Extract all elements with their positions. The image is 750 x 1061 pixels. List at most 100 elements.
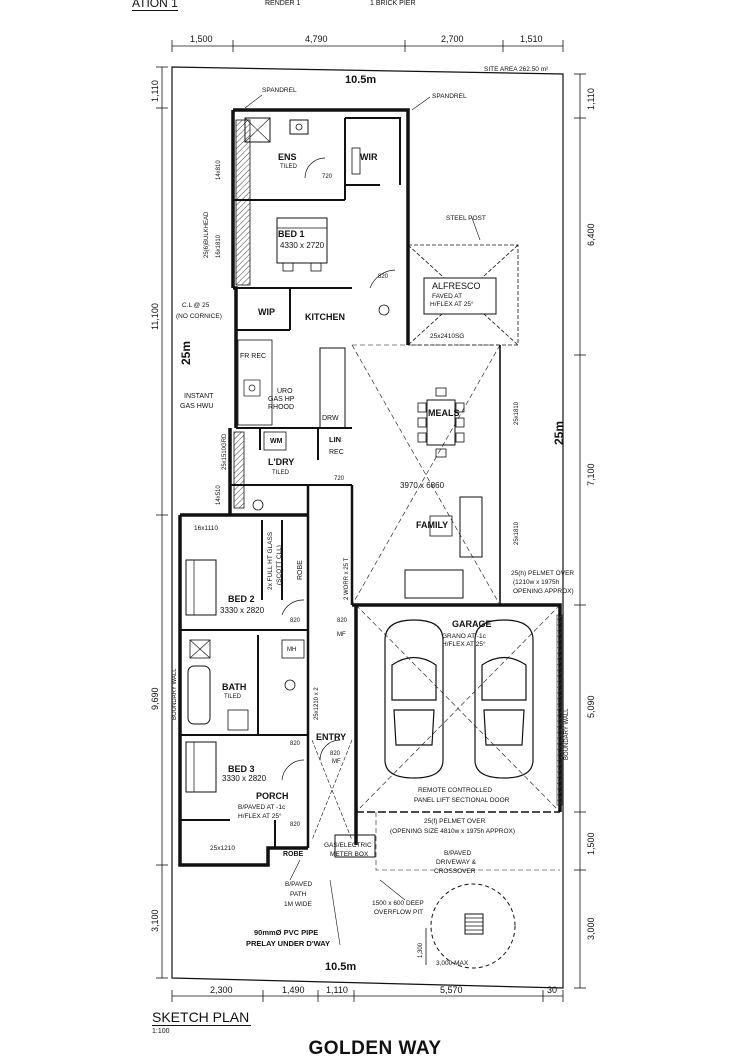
dim-right-3: 7,100 (586, 463, 596, 486)
bed2-walls (180, 520, 308, 631)
note-remote2: PANEL LIFT SECTIONAL DOOR (414, 797, 510, 804)
label-alfresco: ALFRESCO (432, 281, 481, 291)
note-pelmet-a2: (1210w x 1975h (513, 579, 560, 586)
note-pelmet-b2: (OPENING SIZE 4810w x 1975h APPROX) (390, 828, 515, 835)
label-alfresco-sub2: H/FLEX AT 25° (430, 300, 474, 308)
label-living-size: 3970 x 6860 (400, 481, 445, 490)
note-corridor: 2 WORR x 25 T (344, 557, 350, 600)
label-porch-sub2: H/FLEX AT 25° (238, 812, 282, 820)
wir-shelf (351, 147, 361, 175)
driveway-outline (375, 812, 560, 871)
label-wir: WIR (360, 152, 378, 162)
note-remote: REMOTE CONTROLLED (418, 787, 492, 794)
note-no-cornice: (NO CORNICE) (176, 313, 222, 320)
bulkhead-hatch (235, 119, 251, 286)
label-ens-sub: TILED (280, 164, 298, 170)
site-area-label: SITE AREA 262.50 m² (484, 66, 549, 73)
laundry-walls (230, 427, 352, 486)
label-ldry: L'DRY (268, 457, 294, 467)
laundry-tub (263, 431, 287, 451)
note-bulkhead-size2: 14x810 (216, 160, 222, 180)
note-pipe: 90mmØ PVC PIPE (254, 928, 318, 937)
living-ceiling-lines (351, 344, 501, 606)
leader-lines (244, 94, 481, 946)
note-pelmet-a: 25(h) PELMET OVER (511, 570, 574, 577)
dim-left-3: 9,690 (150, 687, 160, 710)
note-instant: INSTANT (184, 393, 214, 400)
garage-wall-hatch (556, 614, 563, 806)
note-pit-small: 1,300 (418, 942, 424, 958)
note-pit: 1500 x 600 DEEP (372, 900, 424, 907)
label-gas-hp: GAS HP (268, 396, 295, 403)
site-width-bottom: 10.5m (325, 961, 356, 973)
label-ens: ENS (278, 152, 297, 162)
dim-top-2: 4,790 (305, 34, 328, 44)
note-driveway3: CROSSOVER (434, 868, 476, 875)
label-garage-sub2: H/FLEX AT 25° (442, 640, 486, 648)
note-bed3-side: 25x1210 (210, 845, 235, 852)
dim-right-6: 3,000 (586, 917, 596, 940)
door-bed3: 820 (290, 822, 301, 828)
family-sofa (459, 496, 483, 558)
sketch-plan-title: SKETCH PLAN (152, 1009, 252, 1026)
meals-table (426, 399, 456, 446)
label-garage: GARAGE (452, 619, 492, 629)
note-opg-right2: 25x1810 (514, 521, 520, 545)
site-depth-right: 25m (552, 421, 566, 445)
label-mf1: MF (337, 632, 346, 638)
dim-bottom-2: 1,490 (282, 985, 305, 995)
note-opg-left2: 14x510 (216, 485, 222, 505)
overflow-pit-circle (430, 883, 516, 969)
kitchen-light (378, 304, 390, 316)
note-driveway: B/PAVED (444, 850, 472, 857)
ensuite-shower (244, 117, 271, 143)
dim-right-5: 1,500 (586, 832, 596, 855)
door-bed1: 820 (378, 274, 389, 280)
label-alfresco-sub1: FAVED AT (432, 293, 462, 300)
label-bed2: BED 2 (228, 594, 255, 604)
label-robe-bed2: ROBE (297, 560, 304, 580)
note-opg-right: 25x1810 (514, 401, 520, 425)
note-boundary-left: BOUNDARY WALL (172, 668, 178, 720)
dim-left-4: 3,100 (150, 909, 160, 932)
dim-bottom-3: 1,110 (326, 985, 348, 995)
note-bulkhead: 25(6)BULKHEAD (204, 211, 210, 258)
label-rec: REC (329, 449, 344, 456)
door-ldry: 720 (334, 476, 345, 482)
dim-left-1: 1,110 (150, 80, 160, 102)
label-bed1-size: 4330 x 2720 (280, 241, 325, 250)
label-rhood: RHOOD (268, 404, 294, 411)
note-pit-max: 3,000 MAX (436, 960, 469, 967)
label-entry: ENTRY (316, 732, 346, 742)
label-wip: WIP (258, 307, 275, 317)
header-partial-render: RENDER 1 (265, 0, 301, 7)
label-bed2-size: 3330 x 2820 (220, 606, 265, 615)
label-mf2: MF (332, 759, 341, 765)
note-pit2: OVERFLOW PIT (374, 909, 423, 916)
note-spandrel-left: SPANDREL (262, 87, 297, 94)
note-bulkhead-size: 16x1810 (216, 234, 222, 258)
note-pelmet-b: 25(f) PELMET OVER (424, 818, 486, 825)
door-entry: 820 (330, 751, 341, 757)
label-wm: WM (270, 438, 283, 445)
bottom-dimension-line (171, 990, 564, 1002)
door-bath: 820 (290, 741, 301, 747)
header-partial-pier: 1 BRICK PIER (370, 0, 416, 7)
label-drw: DRW (322, 415, 339, 422)
laundry-hatch (233, 431, 245, 509)
left-dimension-line (156, 66, 168, 979)
scale-label: 1:100 (152, 1028, 170, 1035)
note-gas-meter2: METER BOX (330, 851, 369, 858)
right-dimension-line (574, 73, 586, 989)
label-bath: BATH (222, 682, 246, 692)
dim-bottom-5: 30 (547, 985, 557, 995)
note-opg-left: 25x1510GRD (222, 433, 228, 470)
meter-box (334, 834, 376, 858)
dim-bottom-1: 2,300 (210, 985, 233, 995)
label-ldry-sub: TILED (272, 470, 290, 476)
label-meals: MEALS (428, 408, 460, 418)
label-bed3: BED 3 (228, 764, 255, 774)
door-ens: 720 (322, 174, 333, 180)
garage-car-left (384, 619, 444, 779)
alfresco-label-box (423, 277, 497, 315)
